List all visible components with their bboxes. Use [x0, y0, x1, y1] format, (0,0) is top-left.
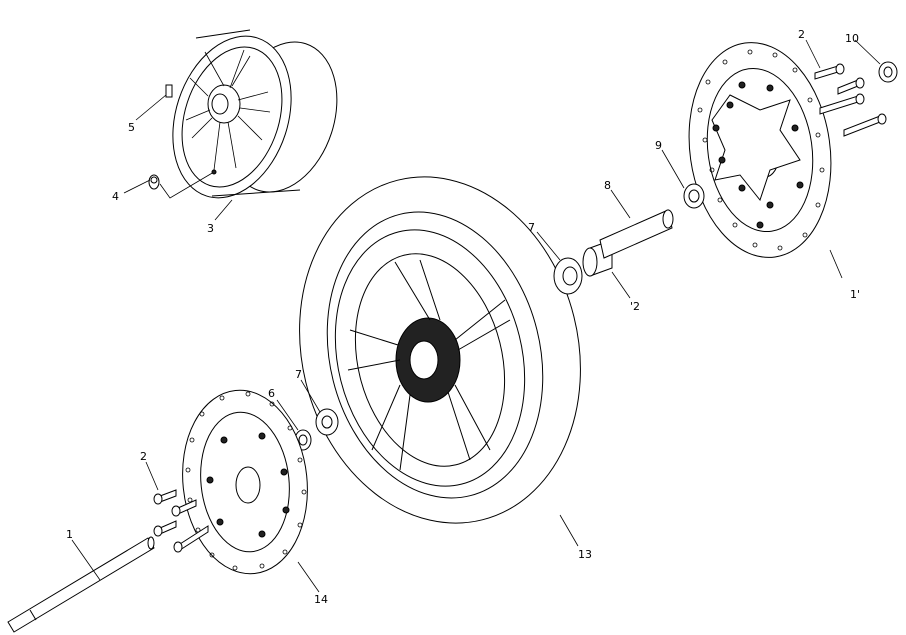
disc-bolts-right [814, 61, 898, 137]
seal-9 [683, 183, 705, 209]
disc-holes-right [712, 81, 804, 229]
bearing-7-lower [315, 408, 339, 436]
leader-lines [71, 39, 881, 593]
distance-tube-8 [599, 209, 674, 259]
callout-12: '2 [630, 300, 640, 313]
callout-5: 5 [128, 121, 135, 134]
brake-disc-right [688, 42, 832, 258]
callout-14: 14 [314, 593, 328, 606]
callout-2-bottom: 2 [140, 450, 147, 463]
callout-10: 10 [845, 32, 859, 45]
callout-11: 1' [850, 288, 860, 301]
small-wheel-rim [165, 29, 338, 199]
wheel-spokes [347, 259, 511, 471]
callout-labels: 1 2 2 3 4 5 6 7 7 8 9 10 1' '2 13 14 [66, 28, 860, 606]
front-tyre-and-rim [299, 176, 581, 524]
callout-7-upper: 7 [528, 221, 535, 234]
callout-6: 6 [268, 387, 275, 400]
callout-9: 9 [655, 139, 662, 152]
callout-1: 1 [66, 528, 73, 541]
callout-3: 3 [207, 222, 214, 235]
brake-disc-left [182, 389, 308, 575]
callout-2-top: 2 [798, 28, 805, 41]
callout-7-lower: 7 [295, 368, 302, 381]
bearing-7-upper [553, 257, 583, 295]
disc-bolts-left [153, 489, 209, 553]
callout-8: 8 [604, 179, 611, 192]
axle-1 [7, 536, 155, 633]
disc-holes-left [206, 432, 290, 538]
callout-4: 4 [112, 190, 119, 203]
valve-stem [148, 169, 217, 199]
callout-13: 13 [578, 548, 592, 561]
